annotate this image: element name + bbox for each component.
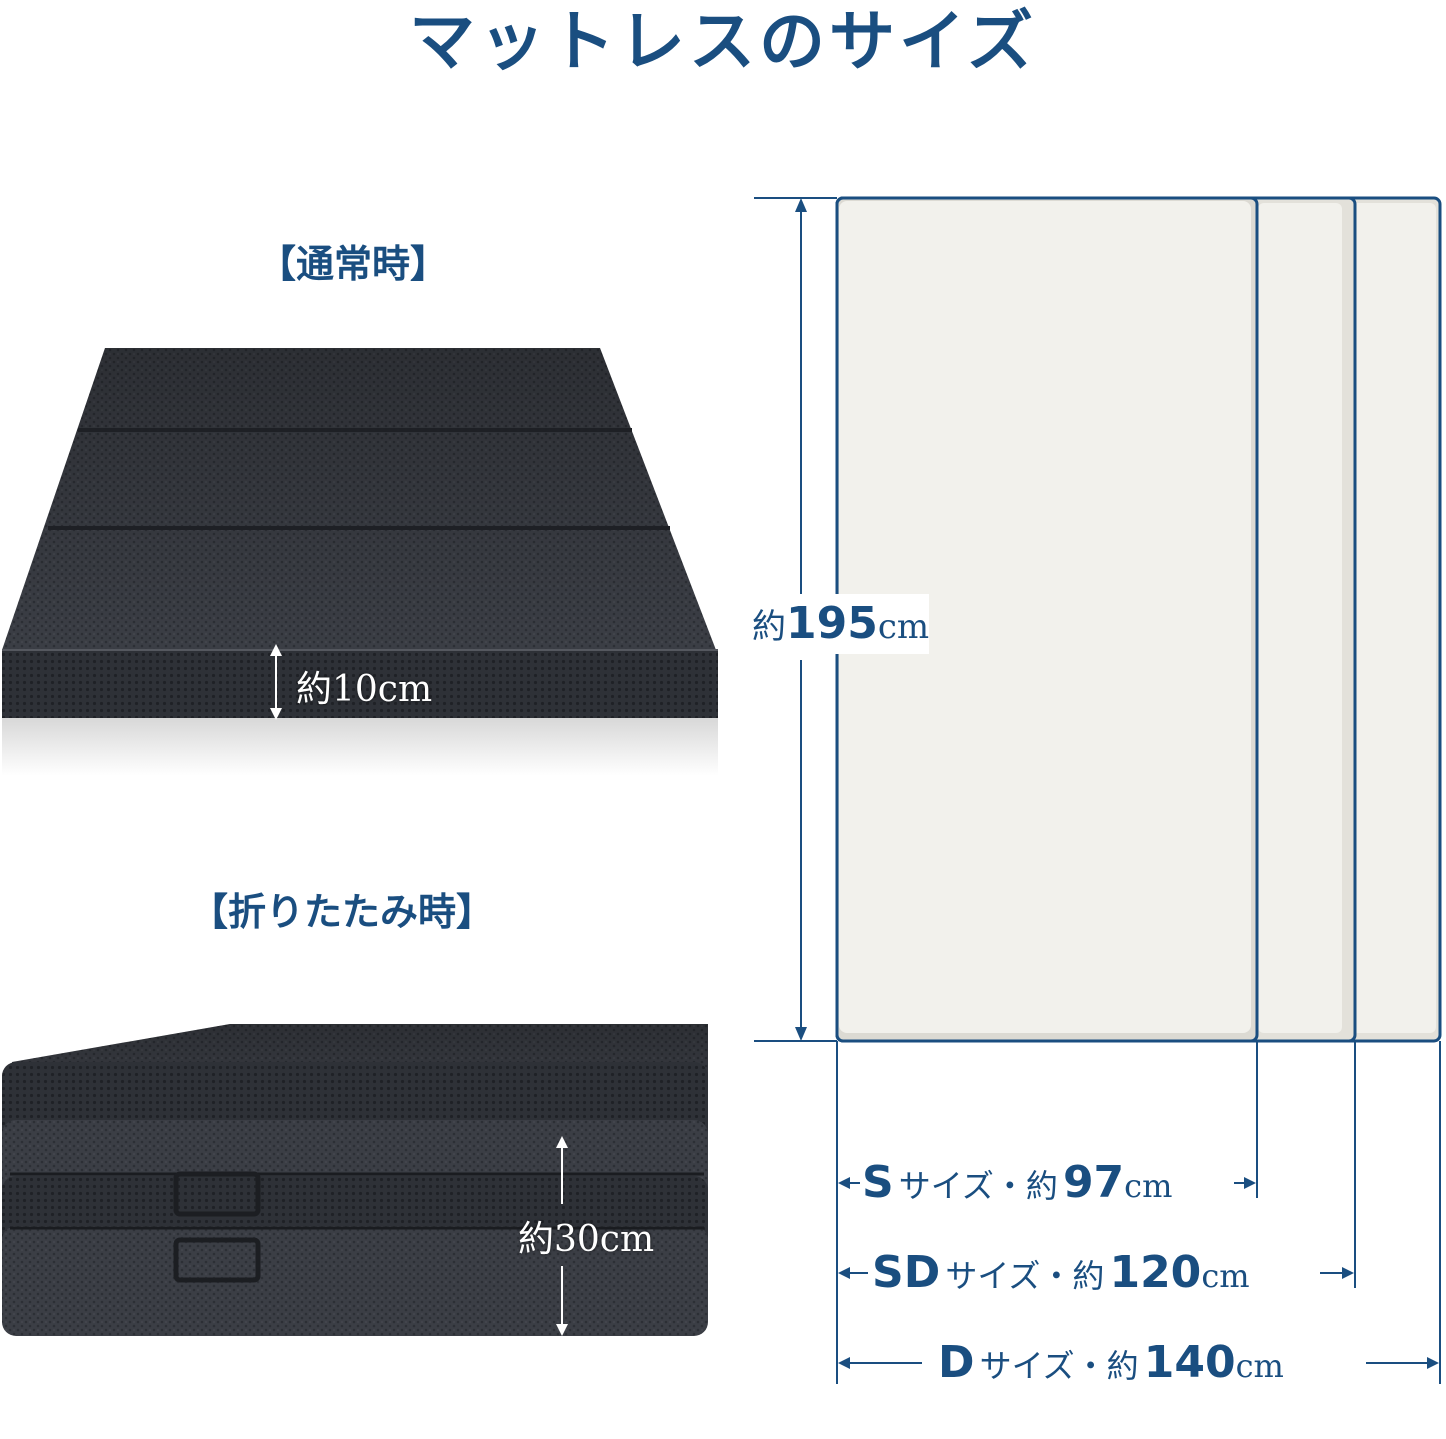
s-width-label: S サイズ・約 97cm [862,1156,1172,1219]
size-diagram [754,196,1442,1384]
s-size-code: S [862,1157,894,1208]
sd-width-value: 120 [1109,1247,1202,1298]
s-width-unit: cm [1124,1167,1173,1205]
length-label: 約195cm [752,594,930,654]
folded-mattress-photo [2,1024,708,1336]
sd-width-unit: cm [1201,1257,1250,1295]
folded-thickness-label: 約30cm [518,1219,655,1260]
page-title: マットレスのサイズ [408,3,1038,80]
length-prefix: 約 [752,607,786,647]
folded-state-label: 【折りたたみ時】 [190,890,495,934]
normal-state-label: 【通常時】 [258,242,449,286]
length-unit: cm [877,607,930,647]
s-width-value: 97 [1062,1157,1125,1208]
d-size-text: サイズ・約 [979,1347,1139,1385]
unfolded-mattress-photo [2,348,718,776]
s-size-text: サイズ・約 [898,1167,1058,1205]
d-size-code: D [938,1337,975,1388]
length-value: 195 [786,598,878,649]
sd-size-text: サイズ・約 [945,1257,1105,1295]
d-width-value: 140 [1143,1337,1236,1388]
d-width-unit: cm [1235,1347,1284,1385]
sd-width-label: SD サイズ・約 120cm [872,1246,1250,1309]
sd-size-code: SD [872,1247,941,1298]
d-width-label: D サイズ・約 140cm [938,1336,1284,1399]
unfolded-thickness-label: 約10cm [296,669,433,710]
